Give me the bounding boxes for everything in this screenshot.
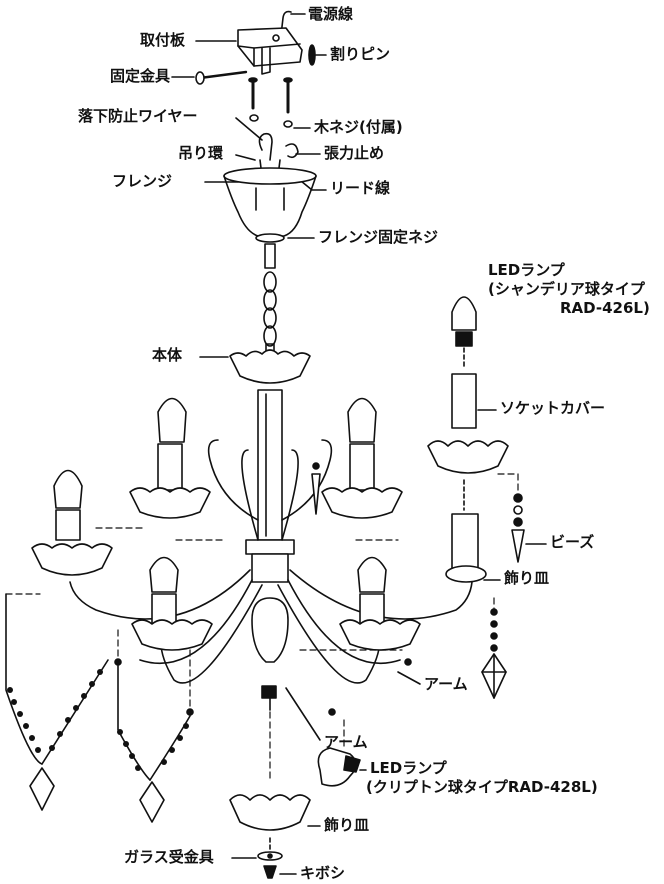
fixing-bracket-drawing: [171, 70, 248, 85]
label-decor-plate-bottom: 飾り皿: [324, 816, 370, 834]
upper-candles: [129, 397, 403, 519]
chain-drawing: [263, 243, 277, 353]
label-split-pin: 割りピン: [330, 45, 391, 63]
led-lamp-top: [451, 296, 477, 369]
split-pin-drawing: [308, 44, 327, 66]
central-column: [245, 389, 295, 583]
finial-drawing: [263, 865, 297, 879]
arm-leaders: [285, 671, 421, 741]
center-bulb: [251, 597, 289, 711]
label-led-lamp-top-2: (シャンデリア球タイプ: [488, 280, 645, 298]
socket-drawing: [445, 513, 501, 583]
label-fixing-bracket: 固定金具: [110, 67, 171, 85]
label-wood-screw: 木ネジ(付属): [314, 118, 403, 136]
label-body: 本体: [152, 346, 183, 364]
flange-drawing: [223, 167, 317, 243]
beads-drawing: [311, 462, 547, 563]
label-flange: フレンジ: [112, 172, 173, 190]
led-lamp-bottom: [317, 747, 367, 787]
label-arm-right: アーム: [424, 675, 468, 693]
label-led-lamp-top-3: RAD-426L): [560, 299, 650, 317]
label-flange-screw: フレンジ固定ネジ: [318, 228, 439, 246]
dashed-guides: [5, 473, 519, 779]
label-socket-cover: ソケットカバー: [500, 399, 606, 417]
label-fall-prevention-wire: 落下防止ワイヤー: [78, 107, 198, 125]
power-cord-drawing: [279, 10, 306, 45]
label-led-lamp-top-1: LEDランプ: [488, 261, 565, 279]
outer-candles: [31, 469, 421, 651]
label-arm-center: アーム: [324, 733, 368, 751]
mount-plate-drawing: [195, 27, 303, 75]
bead-dots: [7, 669, 189, 771]
bottom-bobeche: [229, 794, 321, 851]
label-led-lamp-bottom-1: LEDランプ: [370, 759, 447, 777]
label-lead-wire: リード線: [330, 179, 391, 197]
glass-holder-drawing: [231, 851, 283, 861]
wood-screw-drawing: [248, 77, 311, 129]
label-led-lamp-bottom-2: (クリプトン球タイプRAD-428L): [366, 778, 598, 796]
label-power-cord: 電源線: [308, 5, 354, 23]
socket-cover-drawing: [451, 373, 497, 429]
wire-leader-lines: [204, 117, 327, 191]
label-hanging-ring: 吊り環: [178, 144, 224, 162]
label-tension-stop: 張力止め: [324, 144, 385, 162]
right-bobeche: [427, 440, 509, 511]
label-glass-holder: ガラス受金具: [124, 848, 214, 866]
label-mount-plate: 取付板: [140, 31, 186, 49]
label-finial: キボシ: [300, 864, 346, 882]
right-crystal-drop: [481, 608, 507, 699]
label-decor-plate: 飾り皿: [504, 569, 550, 587]
left-crystal-strings: [5, 593, 191, 823]
body-top-bobeche: [199, 349, 311, 384]
label-beads: ビーズ: [550, 533, 595, 551]
